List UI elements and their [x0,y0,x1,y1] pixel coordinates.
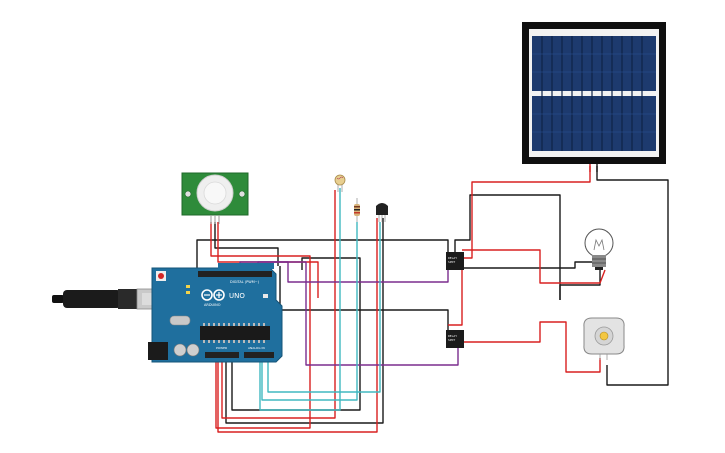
wire-red-motor[interactable] [462,321,601,373]
wire-cyan-ldr[interactable] [259,188,341,411]
photoresistor-icon[interactable] [334,174,346,192]
wire-black-panel-right[interactable] [596,166,669,386]
analog-header [244,352,274,358]
solar-panel-icon[interactable] [522,22,666,172]
svg-text:SPDT: SPDT [448,338,455,342]
wire-red-relay-bulb[interactable] [462,249,606,284]
atmega-chip [200,326,270,340]
capacitor-2 [186,343,200,357]
wire-red-5v-bus[interactable] [221,190,336,419]
wire-red-panel[interactable] [458,166,591,259]
pir-sensor-icon[interactable] [181,172,249,224]
wire-cyan-resistor[interactable] [261,222,358,401]
wire-black-relay-mid[interactable] [279,266,449,335]
wire-black-bulb[interactable] [559,270,601,300]
wire-black-pir-gnd[interactable] [214,222,279,266]
crystal [169,315,191,326]
wire-black-relay-loop[interactable] [454,194,561,300]
reset-button-cap[interactable] [158,273,164,279]
resistor-icon[interactable] [354,198,360,222]
relay-bottom-label: RELAY [448,334,457,338]
relay-bottom[interactable]: RELAY SPDT [446,330,464,348]
usb-cable-icon [52,288,168,310]
digital-pwm-label: DIGITAL (PWM~) [230,280,260,284]
wire-black-top-bus[interactable] [196,239,449,268]
dc-motor-icon[interactable] [583,317,625,360]
wire-black-bottom-2[interactable] [231,257,361,411]
arduino-model: UNO [229,292,245,300]
arduino-uno-board[interactable]: DIGITAL (PWM~) UNO ARDUINO [148,263,283,363]
wire-black-relay-bulb[interactable] [463,261,596,269]
digital-header [198,263,274,277]
wire-black-bottom-1[interactable] [225,218,384,424]
light-bulb-icon[interactable] [584,228,614,270]
analog-in-label: ANALOG IN [248,346,265,350]
relay-top[interactable]: RELAY SPDT [446,252,464,270]
capacitor-1 [173,343,187,357]
wire-red-pir-vcc[interactable] [210,222,311,429]
wire-red-relay2[interactable] [448,268,463,326]
wire-red-bottom-loop[interactable] [217,218,378,433]
svg-text:SPDT: SPDT [448,260,455,264]
arduino-brand: ARDUINO [204,303,221,307]
temperature-sensor-icon[interactable] [376,203,388,222]
power-header [205,352,239,358]
arduino-logo-icon [201,289,225,301]
wires [196,166,669,433]
wire-cyan-sensor[interactable] [267,222,381,393]
power-label: POWER [216,346,227,350]
power-jack[interactable] [148,342,168,360]
relay-top-label: RELAY [448,256,457,260]
